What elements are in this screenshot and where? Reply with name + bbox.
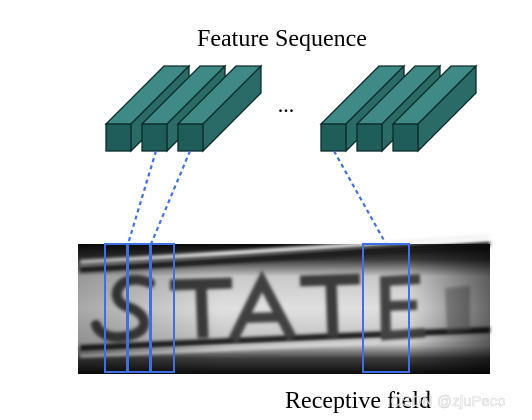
prism-front-face: [392, 123, 419, 152]
feature-prism: [176, 64, 263, 153]
prism-front-face: [105, 123, 132, 152]
input-text-image: [78, 234, 491, 374]
receptive-field-boxes: [104, 243, 410, 373]
prism-front-face: [320, 123, 347, 152]
feature-prism: [391, 64, 478, 153]
ellipsis-label: ...: [278, 92, 295, 117]
receptive-links: [126, 150, 387, 245]
feature-sequence-prisms: [104, 64, 478, 153]
dashed-connector: [333, 150, 387, 245]
prism-front-face: [177, 123, 204, 152]
receptive-field-label: Receptive field: [285, 388, 431, 414]
dashed-connector: [126, 150, 158, 245]
prism-front-face: [356, 123, 383, 152]
watermark-text: CSDN @zjuPeco: [390, 393, 505, 410]
receptive-field-box: [362, 243, 410, 373]
receptive-field-box: [150, 243, 175, 373]
dashed-connector: [149, 150, 192, 245]
feature-sequence-title: Feature Sequence: [197, 26, 367, 52]
prism-front-face: [141, 123, 168, 152]
